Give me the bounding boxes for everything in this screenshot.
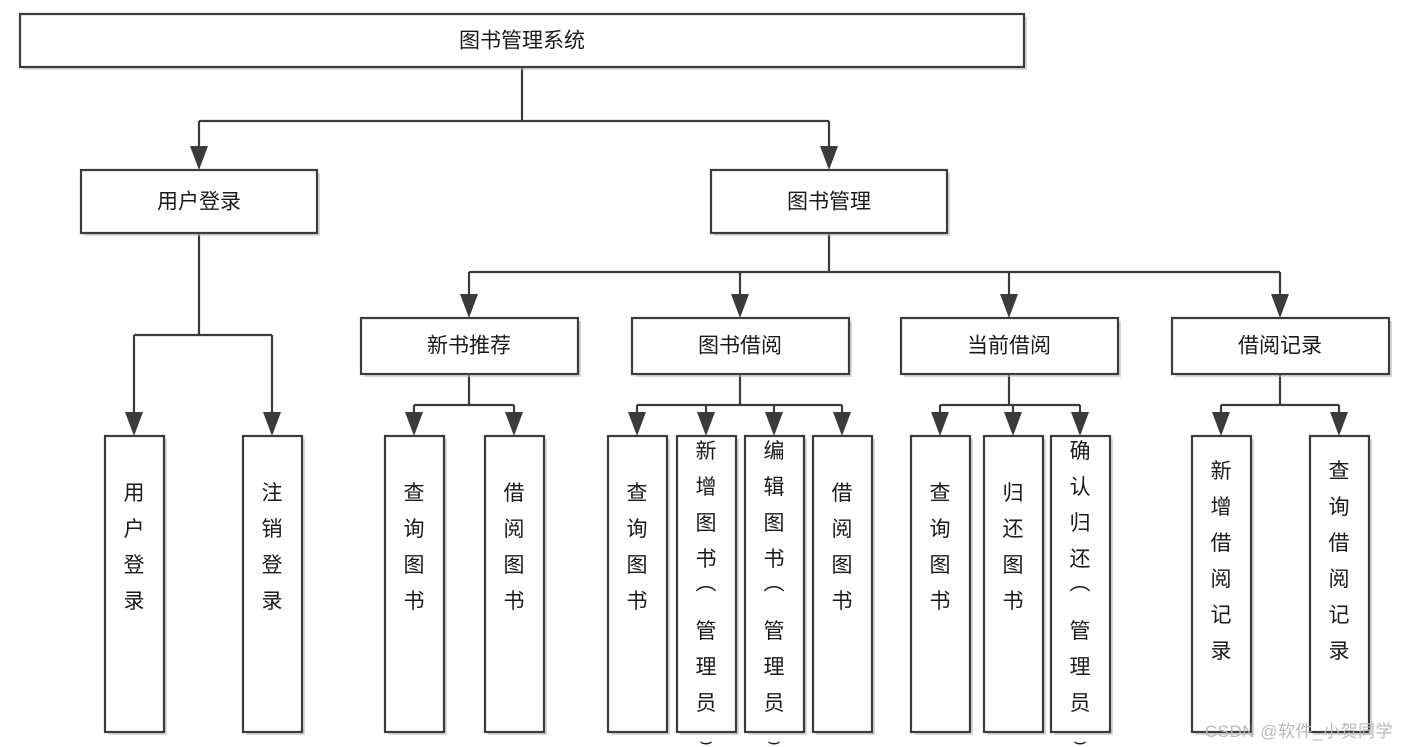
connector-layer xyxy=(125,67,1348,436)
node-rect[interactable] xyxy=(709,168,949,235)
node-label-book-management: 图书管理 xyxy=(787,191,871,214)
arrow-head-icon xyxy=(505,412,523,436)
leaf-edit-book[interactable]: 编辑图书⌒管理员⌣ xyxy=(743,434,807,747)
leaf-query-books-3[interactable]: 查询图书 xyxy=(909,434,973,735)
node-rect[interactable] xyxy=(383,434,446,734)
arrow-head-icon xyxy=(628,412,646,436)
leaf-borrow-books-2[interactable]: 借阅图书 xyxy=(811,434,875,735)
leaf-add-book[interactable]: 新增图书⌒管理员⌣ xyxy=(675,434,739,747)
arrow-head-icon xyxy=(697,412,715,436)
leaf-query-books-2[interactable]: 查询图书 xyxy=(606,434,670,735)
connector-borrow-to-leaves xyxy=(628,374,851,436)
node-label-current-borrow: 当前借阅 xyxy=(967,335,1051,358)
node-rect[interactable] xyxy=(483,434,546,734)
node-borrow-records[interactable]: 借阅记录 xyxy=(1170,316,1392,377)
leaf-add-borrow-record[interactable]: 新增借阅记录 xyxy=(1190,434,1254,735)
arrow-head-icon xyxy=(833,412,851,436)
node-label-leaf-logout: 注销登录 xyxy=(262,482,283,613)
connector-bookmgmt-to-level3 xyxy=(460,233,1289,318)
node-rect[interactable] xyxy=(1049,434,1112,734)
node-rect[interactable] xyxy=(630,316,851,376)
leaf-confirm-return[interactable]: 确认归还⌒管理员⌣ xyxy=(1049,434,1113,747)
leaf-user-login[interactable]: 用户登录 xyxy=(103,434,167,735)
node-label-leaf-borrow-books-1: 借阅图书 xyxy=(504,482,525,613)
node-rect[interactable] xyxy=(1308,434,1371,734)
arrow-head-icon xyxy=(765,412,783,436)
arrow-head-icon xyxy=(190,146,208,170)
arrow-head-icon xyxy=(125,412,143,436)
node-label-leaf-add-book: 新增图书⌒管理员⌣ xyxy=(696,440,717,747)
connector-root-to-level2 xyxy=(190,67,838,170)
node-rect[interactable] xyxy=(982,434,1045,734)
leaf-query-books-1[interactable]: 查询图书 xyxy=(383,434,447,735)
leaf-query-borrow-record[interactable]: 查询借阅记录 xyxy=(1308,434,1372,735)
node-label-leaf-edit-book: 编辑图书⌒管理员⌣ xyxy=(764,440,785,747)
node-label-new-book-recommend: 新书推荐 xyxy=(427,335,511,358)
arrow-head-icon xyxy=(1330,412,1348,436)
node-rect[interactable] xyxy=(606,434,669,734)
node-label-leaf-query-books-3: 查询图书 xyxy=(930,482,951,613)
node-label-leaf-query-borrow-record: 查询借阅记录 xyxy=(1329,460,1350,663)
connector-records-to-leaves xyxy=(1212,374,1348,436)
node-rect[interactable] xyxy=(909,434,972,734)
arrow-head-icon xyxy=(1271,294,1289,318)
arrow-head-icon xyxy=(1212,412,1230,436)
arrow-head-icon xyxy=(1004,412,1022,436)
node-rect[interactable] xyxy=(743,434,806,734)
node-label-root: 图书管理系统 xyxy=(459,30,585,53)
node-layer: 图书管理系统 用户登录 图书管理 新书推荐 xyxy=(18,12,1392,747)
node-rect[interactable] xyxy=(1170,316,1391,376)
arrow-head-icon xyxy=(931,412,949,436)
arrow-head-icon xyxy=(820,146,838,170)
leaf-logout[interactable]: 注销登录 xyxy=(241,434,305,735)
node-label-leaf-return-book: 归还图书 xyxy=(1003,482,1024,613)
node-label-borrow-records: 借阅记录 xyxy=(1238,335,1322,358)
leaf-return-book[interactable]: 归还图书 xyxy=(982,434,1046,735)
node-new-book-recommend[interactable]: 新书推荐 xyxy=(359,316,581,377)
node-label-leaf-confirm-return: 确认归还⌒管理员⌣ xyxy=(1070,440,1091,747)
node-rect[interactable] xyxy=(899,316,1120,376)
node-rect[interactable] xyxy=(675,434,738,734)
node-rect[interactable] xyxy=(1190,434,1253,734)
node-rect[interactable] xyxy=(103,434,166,734)
connector-current-to-leaves xyxy=(931,374,1089,436)
node-label-user-login: 用户登录 xyxy=(157,191,241,214)
node-book-management[interactable]: 图书管理 xyxy=(709,168,950,236)
node-rect[interactable] xyxy=(79,168,319,235)
arrow-head-icon xyxy=(460,294,478,318)
arrow-head-icon xyxy=(405,412,423,436)
node-label-leaf-query-books-2: 查询图书 xyxy=(627,482,648,613)
node-label-leaf-query-books-1: 查询图书 xyxy=(404,482,425,613)
node-rect[interactable] xyxy=(18,12,1026,69)
node-book-borrow[interactable]: 图书借阅 xyxy=(630,316,852,377)
arrow-head-icon xyxy=(1071,412,1089,436)
node-root[interactable]: 图书管理系统 xyxy=(18,12,1027,70)
node-rect[interactable] xyxy=(359,316,580,376)
node-label-leaf-add-borrow-record: 新增借阅记录 xyxy=(1211,460,1232,663)
node-user-login[interactable]: 用户登录 xyxy=(79,168,320,236)
node-label-book-borrow: 图书借阅 xyxy=(698,335,782,358)
arrow-head-icon xyxy=(263,412,281,436)
csdn-watermark: CSDN @软件_小贺同学 xyxy=(1204,722,1393,741)
node-label-leaf-user-login: 用户登录 xyxy=(124,482,145,613)
connector-userlogin-to-leaves xyxy=(125,233,281,436)
node-label-leaf-borrow-books-2: 借阅图书 xyxy=(832,482,853,613)
leaf-borrow-books-1[interactable]: 借阅图书 xyxy=(483,434,547,735)
arrow-head-icon xyxy=(1000,294,1018,318)
connector-newbooks-to-leaves xyxy=(405,374,523,436)
arrow-head-icon xyxy=(731,294,749,318)
node-rect[interactable] xyxy=(241,434,304,734)
node-current-borrow[interactable]: 当前借阅 xyxy=(899,316,1121,377)
node-rect[interactable] xyxy=(811,434,874,734)
